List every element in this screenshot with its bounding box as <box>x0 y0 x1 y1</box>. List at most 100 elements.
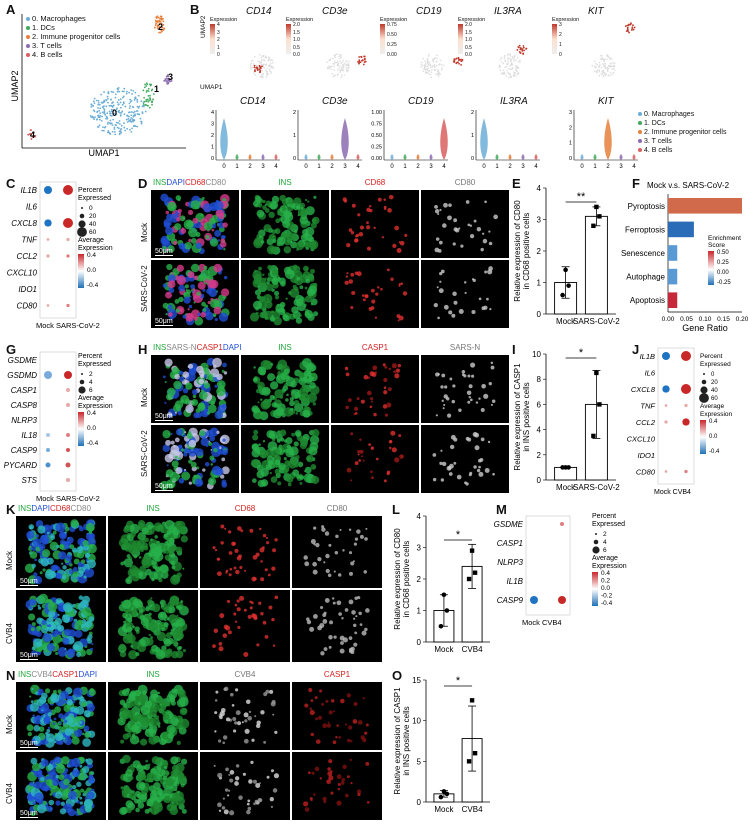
umap-point <box>428 53 430 56</box>
cell-signal <box>166 523 170 527</box>
umap-point <box>101 111 104 114</box>
cell-signal <box>480 407 485 412</box>
cell-signal <box>40 714 44 718</box>
violin-xtick: 3 <box>521 164 525 170</box>
term-label: Ferroptosis <box>625 225 665 234</box>
umap-point <box>265 57 268 59</box>
cell-signal <box>458 227 461 230</box>
cell-signal <box>131 572 140 582</box>
cell-signal <box>390 430 396 436</box>
umap-point <box>123 113 126 116</box>
significance-marker: ** <box>577 191 586 203</box>
cell-signal <box>277 359 288 370</box>
umap-point <box>506 69 508 72</box>
cell-signal <box>216 386 226 397</box>
micrograph-tile <box>241 425 329 493</box>
violin-xtick: 4 <box>274 164 278 170</box>
cell-signal <box>223 275 228 280</box>
umap-point <box>341 61 344 63</box>
violin-ytick: 1.00 <box>371 110 382 116</box>
cell-signal <box>188 304 193 309</box>
cell-signal <box>180 600 184 604</box>
umap-point <box>92 109 95 112</box>
cell-signal <box>228 789 231 792</box>
cell-signal <box>361 294 365 297</box>
cell-signal <box>88 688 96 697</box>
micrograph-tile <box>421 355 509 423</box>
cell-signal <box>373 226 376 230</box>
cell-signal <box>322 723 328 729</box>
cell-signal <box>163 787 172 797</box>
y-axis-label: Relative expression of CD80 <box>513 200 522 302</box>
data-point <box>594 370 599 376</box>
micrograph-image <box>344 363 402 417</box>
cell-signal <box>319 777 322 780</box>
umap-point <box>508 76 510 79</box>
cell-signal <box>120 739 125 744</box>
umap-point <box>511 66 514 69</box>
cell-signal <box>324 598 330 603</box>
umap-point <box>142 89 145 92</box>
umap-point <box>159 15 162 18</box>
cell-signal <box>83 710 91 718</box>
umap-point <box>159 21 162 23</box>
cell-signal <box>31 687 34 691</box>
cell-signal <box>478 465 481 469</box>
cell-signal <box>270 769 275 773</box>
expression-dot <box>560 579 564 583</box>
cell-signal <box>383 386 387 390</box>
umap-point <box>602 58 604 61</box>
avg-colorbar <box>700 420 706 454</box>
cell-signal <box>69 787 73 791</box>
umap-point <box>431 64 434 67</box>
umap-point <box>606 69 609 71</box>
cell-signal <box>349 758 352 762</box>
umap-point <box>427 71 429 74</box>
umap-point <box>97 116 100 119</box>
cell-signal <box>212 644 216 648</box>
cell-signal <box>286 444 292 450</box>
umap-point <box>130 131 133 133</box>
cell-signal <box>165 210 170 215</box>
umap-point <box>97 114 100 117</box>
cell-signal <box>135 652 140 657</box>
cell-signal <box>235 569 240 575</box>
cell-signal <box>40 719 43 723</box>
expression-dot <box>684 437 688 440</box>
cell-signal <box>200 437 210 447</box>
gene-label: CASP8 <box>11 401 38 410</box>
legend-dot <box>26 17 30 22</box>
umap-point <box>505 65 508 68</box>
cell-signal <box>68 569 74 574</box>
umap-point <box>152 98 155 101</box>
cell-signal <box>448 310 453 315</box>
expression-dot <box>46 254 50 258</box>
cell-signal <box>337 573 342 577</box>
data-point <box>438 794 444 800</box>
cell-signal <box>152 793 157 798</box>
cell-signal <box>253 802 256 806</box>
violin-shape <box>317 154 321 160</box>
data-point <box>594 204 599 210</box>
cell-signal <box>173 413 177 417</box>
umap-point <box>508 67 510 70</box>
micrograph-tile <box>241 190 329 258</box>
cell-signal <box>29 545 32 549</box>
cell-signal <box>167 245 175 253</box>
cell-signal <box>159 480 170 491</box>
cell-signal <box>256 720 261 725</box>
expression-title: Expression <box>210 17 238 23</box>
umap-point <box>509 68 512 70</box>
umap-point <box>426 65 429 68</box>
data-point <box>566 465 571 470</box>
y-axis-label: in CD68 positive cells <box>402 541 411 617</box>
cell-signal <box>267 276 272 282</box>
gene-label: IL6 <box>645 369 656 378</box>
umap-point <box>363 55 366 58</box>
umap-point <box>506 54 509 56</box>
expression-tick: 1.0 <box>293 37 300 43</box>
umap-point <box>143 105 145 108</box>
cell-signal <box>59 808 67 815</box>
cell-signal <box>33 724 41 732</box>
